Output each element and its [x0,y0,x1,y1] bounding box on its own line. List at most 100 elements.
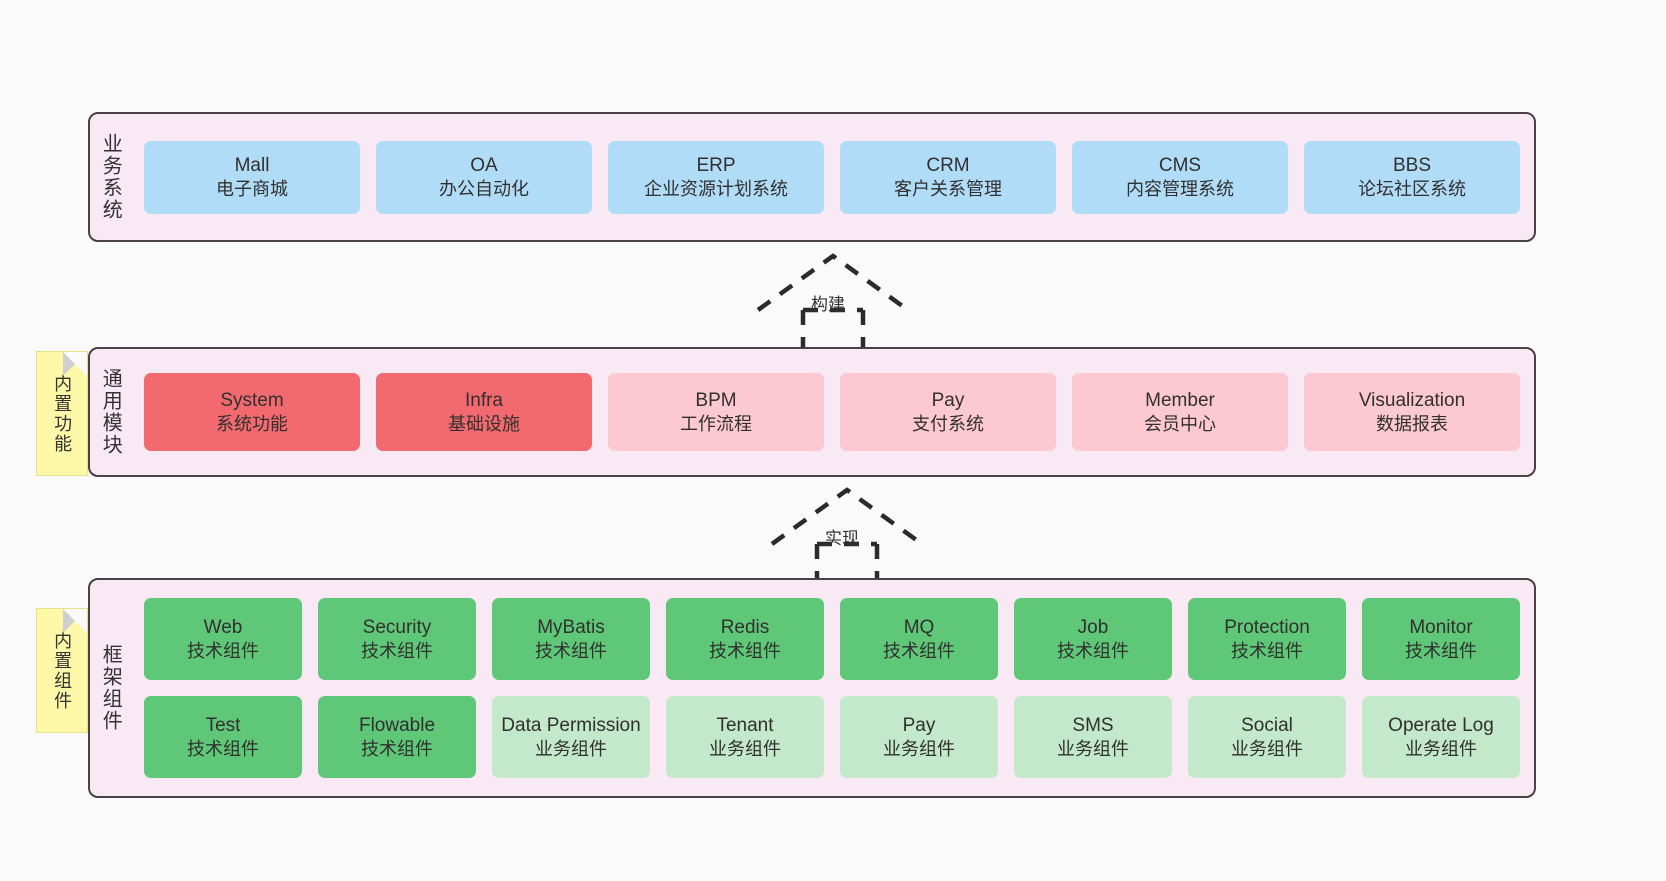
node-redis[interactable]: Redis 技术组件 [666,598,824,680]
node-sms[interactable]: SMS 业务组件 [1014,696,1172,778]
modules-row: System 系统功能 Infra 基础设施 BPM 工作流程 Pay 支付系统… [144,373,1520,451]
node-security[interactable]: Security 技术组件 [318,598,476,680]
node-tenant-subtitle: 业务组件 [709,738,781,759]
layer-framework-label: 框架组件 [99,644,122,732]
layer-business-systems: 业务系统 Mall 电子商城 OA 办公自动化 ERP 企业资源计划系统 CRM… [88,112,1536,242]
node-mybatis[interactable]: MyBatis 技术组件 [492,598,650,680]
node-crm[interactable]: CRM 客户关系管理 [840,140,1056,214]
node-sms-title: SMS [1072,714,1114,736]
node-pay-module-subtitle: 支付系统 [912,413,984,434]
node-protection-subtitle: 技术组件 [1231,640,1303,661]
node-flowable-title: Flowable [358,714,436,736]
node-infra[interactable]: Infra 基础设施 [376,373,592,451]
node-mq-subtitle: 技术组件 [883,640,955,661]
node-member[interactable]: Member 会员中心 [1072,373,1288,451]
node-bpm-subtitle: 工作流程 [680,413,752,434]
node-data-permission[interactable]: Data Permission 业务组件 [492,696,650,778]
node-bpm[interactable]: BPM 工作流程 [608,373,824,451]
node-web[interactable]: Web 技术组件 [144,598,302,680]
node-flowable-subtitle: 技术组件 [361,738,433,759]
node-visualization-subtitle: 数据报表 [1376,413,1448,434]
node-member-subtitle: 会员中心 [1144,413,1216,434]
sticky-note-builtin-features: 内置功能 [36,351,88,476]
node-operate-log-title: Operate Log [1388,714,1494,736]
node-mall[interactable]: Mall 电子商城 [144,140,360,214]
node-infra-title: Infra [464,389,504,411]
node-test-subtitle: 技术组件 [187,738,259,759]
layer-framework-body: Web 技术组件 Security 技术组件 MyBatis 技术组件 Redi… [130,580,1534,796]
node-infra-subtitle: 基础设施 [448,413,520,434]
node-test[interactable]: Test 技术组件 [144,696,302,778]
node-system-subtitle: 系统功能 [216,413,288,434]
node-pay-module[interactable]: Pay 支付系统 [840,373,1056,451]
node-tenant-title: Tenant [716,714,774,736]
node-pay-component-title: Pay [902,714,936,736]
node-crm-subtitle: 客户关系管理 [894,178,1002,199]
node-erp-subtitle: 企业资源计划系统 [644,178,788,199]
node-pay-component[interactable]: Pay 业务组件 [840,696,998,778]
layer-modules-label: 通用模块 [99,368,122,456]
layer-framework-components: 框架组件 Web 技术组件 Security 技术组件 MyBatis 技术组件… [88,578,1536,798]
node-oa-subtitle: 办公自动化 [439,178,529,199]
node-mybatis-subtitle: 技术组件 [535,640,607,661]
layer-modules-body: System 系统功能 Infra 基础设施 BPM 工作流程 Pay 支付系统… [130,349,1534,475]
node-cms-subtitle: 内容管理系统 [1126,178,1234,199]
node-mall-title: Mall [234,154,270,176]
node-system[interactable]: System 系统功能 [144,373,360,451]
node-tenant[interactable]: Tenant 业务组件 [666,696,824,778]
node-cms-title: CMS [1158,154,1202,176]
node-mq-title: MQ [903,616,935,638]
node-operate-log[interactable]: Operate Log 业务组件 [1362,696,1520,778]
node-bbs[interactable]: BBS 论坛社区系统 [1304,140,1520,214]
node-mq[interactable]: MQ 技术组件 [840,598,998,680]
node-operate-log-subtitle: 业务组件 [1405,738,1477,759]
node-bbs-title: BBS [1392,154,1432,176]
business-row: Mall 电子商城 OA 办公自动化 ERP 企业资源计划系统 CRM 客户关系… [144,140,1520,214]
node-sms-subtitle: 业务组件 [1057,738,1129,759]
node-redis-subtitle: 技术组件 [709,640,781,661]
node-pay-component-subtitle: 业务组件 [883,738,955,759]
arrow-build: 构建 [748,248,918,348]
node-web-subtitle: 技术组件 [187,640,259,661]
node-social-title: Social [1241,714,1293,736]
node-oa[interactable]: OA 办公自动化 [376,140,592,214]
node-monitor-subtitle: 技术组件 [1405,640,1477,661]
node-monitor-title: Monitor [1409,616,1473,638]
node-job-title: Job [1077,616,1109,638]
node-test-title: Test [205,714,241,736]
node-job-subtitle: 技术组件 [1057,640,1129,661]
node-cms[interactable]: CMS 内容管理系统 [1072,140,1288,214]
node-social[interactable]: Social 业务组件 [1188,696,1346,778]
layer-common-modules: 通用模块 System 系统功能 Infra 基础设施 BPM 工作流程 Pay… [88,347,1536,477]
node-flowable[interactable]: Flowable 技术组件 [318,696,476,778]
node-system-title: System [220,389,284,411]
node-protection[interactable]: Protection 技术组件 [1188,598,1346,680]
node-visualization-title: Visualization [1358,389,1466,411]
node-erp[interactable]: ERP 企业资源计划系统 [608,140,824,214]
node-oa-title: OA [470,154,498,176]
node-member-title: Member [1145,389,1215,411]
node-redis-title: Redis [720,616,770,638]
arrow-implement-icon [770,487,924,582]
node-bpm-title: BPM [695,389,737,411]
node-social-subtitle: 业务组件 [1231,738,1303,759]
node-security-subtitle: 技术组件 [361,640,433,661]
node-visualization[interactable]: Visualization 数据报表 [1304,373,1520,451]
layer-business-body: Mall 电子商城 OA 办公自动化 ERP 企业资源计划系统 CRM 客户关系… [130,114,1534,240]
node-crm-title: CRM [926,154,970,176]
node-monitor[interactable]: Monitor 技术组件 [1362,598,1520,680]
node-data-permission-title: Data Permission [501,714,641,736]
arrow-build-label: 构建 [811,295,845,314]
arrow-build-icon [756,253,910,348]
node-job[interactable]: Job 技术组件 [1014,598,1172,680]
arrow-implement: 实现 [762,482,932,582]
node-bbs-subtitle: 论坛社区系统 [1358,178,1466,199]
node-erp-title: ERP [696,154,736,176]
sticky-note-builtin-components: 内置组件 [36,608,88,733]
sticky-note-builtin-features-text: 内置功能 [52,373,73,454]
node-pay-module-title: Pay [931,389,965,411]
node-security-title: Security [362,616,432,638]
framework-row-tech: Web 技术组件 Security 技术组件 MyBatis 技术组件 Redi… [144,598,1520,680]
framework-row-business: Test 技术组件 Flowable 技术组件 Data Permission … [144,696,1520,778]
